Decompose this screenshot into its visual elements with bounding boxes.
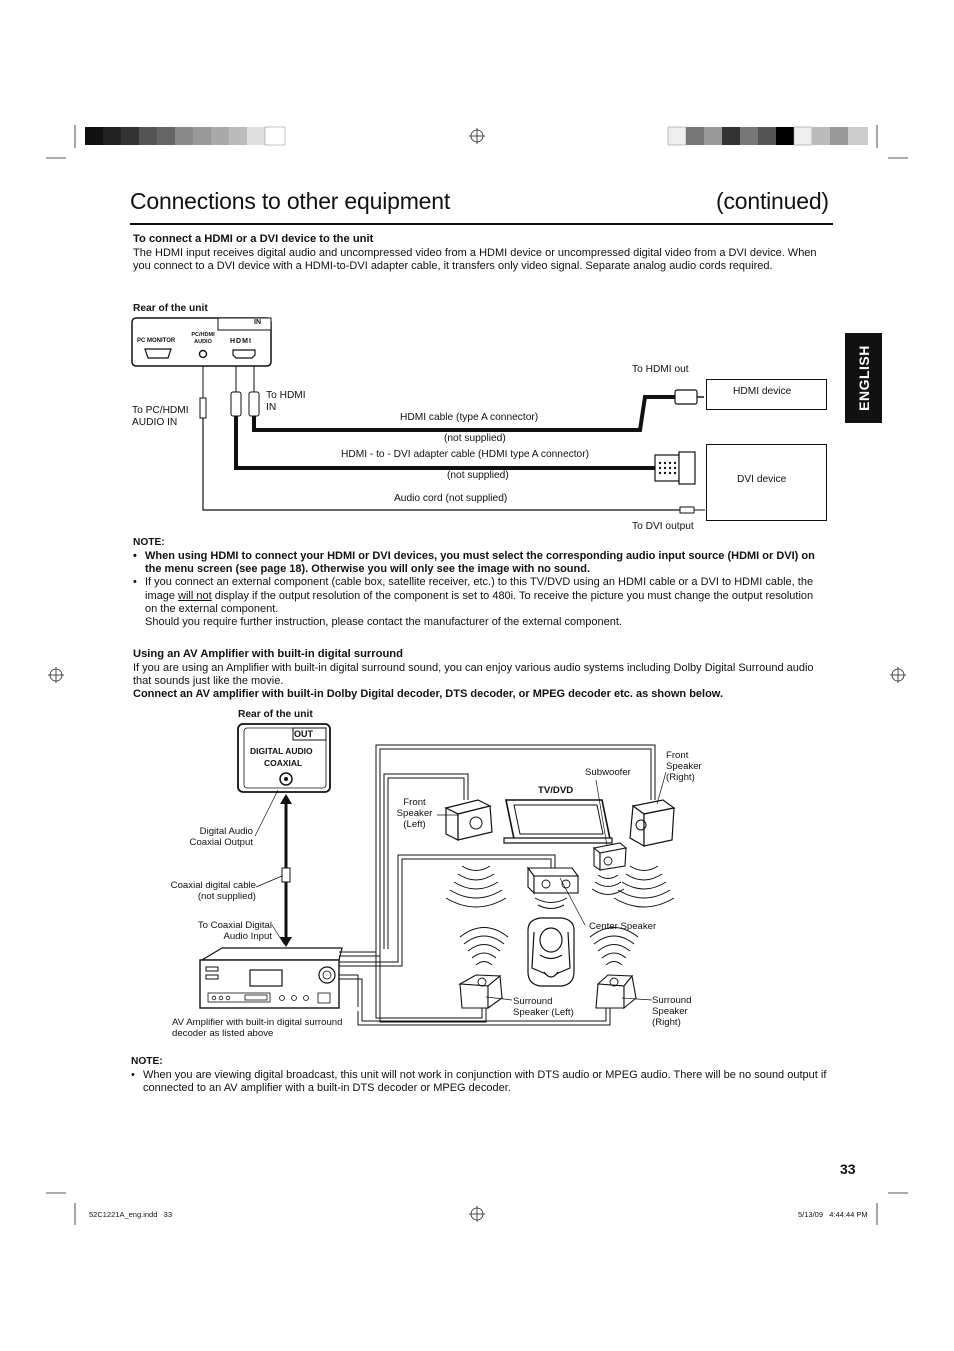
tv-dvd-icon bbox=[503, 799, 613, 844]
hdmi-cable-label: HDMI cable (type A connector) bbox=[400, 412, 539, 423]
dvi-device-label: DVI device bbox=[737, 474, 787, 485]
hdmi-note-list: When using HDMI to connect your HDMI or … bbox=[133, 550, 828, 629]
page-number: 33 bbox=[840, 1161, 856, 1177]
hdmi-section-body: The HDMI input receives digital audio an… bbox=[133, 247, 817, 273]
subwoofer-label: Subwoofer bbox=[585, 767, 631, 778]
surround-right-label: Surround Speaker (Right) bbox=[652, 995, 692, 1028]
hdmi-device-label: HDMI device bbox=[733, 386, 792, 397]
hdmi-note-2-extra: Should you require further instruction, … bbox=[145, 616, 622, 629]
amp-note-1: When you are viewing digital broadcast, … bbox=[131, 1069, 831, 1095]
hdmi-note-2-after: display if the output resolution of the … bbox=[145, 589, 814, 615]
footer-file: 52C1221A_eng.indd 33 bbox=[89, 1210, 172, 1219]
not-supplied-label-2: (not supplied) bbox=[447, 470, 509, 481]
pc-hdmi-audio-label: PC/HDMI AUDIO bbox=[191, 332, 215, 345]
not-supplied-label-1: (not supplied) bbox=[444, 433, 506, 444]
av-amplifier-icon bbox=[199, 947, 343, 1009]
panel-coaxial-label: COAXIAL bbox=[264, 758, 303, 768]
hdmi-device-box: HDMI device bbox=[706, 379, 827, 410]
hdmi-port-icon bbox=[232, 349, 256, 359]
front-speaker-left-icon bbox=[444, 799, 493, 841]
rear-of-unit-label: Rear of the unit bbox=[133, 303, 208, 314]
language-tab: ENGLISH bbox=[845, 333, 882, 423]
color-bar-right bbox=[667, 126, 868, 146]
to-pc-hdmi-audio-in-label: To PC/HDMI AUDIO IN bbox=[132, 405, 189, 428]
footer-timestamp: 5/13/09 4:44:44 PM bbox=[798, 1210, 868, 1219]
to-hdmi-out-label: To HDMI out bbox=[632, 364, 689, 375]
listener-icon bbox=[527, 917, 575, 987]
dvi-device-box: DVI device bbox=[706, 444, 827, 521]
surround-speaker-right-icon bbox=[595, 974, 637, 1010]
page-title: Connections to other equipment bbox=[130, 188, 451, 214]
subwoofer-icon bbox=[592, 842, 628, 872]
hdmi-note-2-underlined: will not bbox=[178, 589, 212, 602]
front-speaker-right-icon bbox=[629, 799, 676, 848]
amp-note-list: When you are viewing digital broadcast, … bbox=[131, 1069, 831, 1095]
audio-cord-label: Audio cord (not supplied) bbox=[394, 493, 508, 504]
front-left-label: Front Speaker (Left) bbox=[396, 797, 433, 830]
title-rule bbox=[130, 223, 833, 225]
hdmi-section-heading: To connect a HDMI or a DVI device to the… bbox=[133, 233, 374, 245]
amp-section-bold-line: Connect an AV amplifier with built-in Do… bbox=[133, 688, 724, 700]
to-hdmi-in-label: To HDMI IN bbox=[266, 390, 306, 413]
hdmi-note-heading: NOTE: bbox=[133, 537, 165, 548]
panel-in-label: IN bbox=[254, 319, 261, 326]
amp-section-heading: Using an AV Amplifier with built-in digi… bbox=[133, 648, 403, 660]
to-dvi-output-label: To DVI output bbox=[632, 521, 694, 532]
center-speaker-icon bbox=[526, 866, 580, 895]
registration-crosshairs bbox=[48, 128, 906, 1222]
hdmi-note-2: If you connect an external component (ca… bbox=[133, 576, 828, 629]
digital-audio-out-panel bbox=[237, 723, 331, 793]
hdmi-note-2-before: If you connect an external component (ca… bbox=[145, 576, 814, 602]
coaxial-cable-label: Coaxial digital cable (not supplied) bbox=[170, 880, 256, 902]
to-coaxial-input-label: To Coaxial Digital Audio Input bbox=[197, 920, 272, 942]
center-speaker-label: Center Speaker bbox=[589, 921, 657, 932]
color-bar-left bbox=[85, 126, 286, 146]
amp-note-heading: NOTE: bbox=[131, 1056, 163, 1067]
in-label-box bbox=[217, 317, 272, 331]
front-right-label: Front Speaker (Right) bbox=[666, 750, 702, 783]
digital-audio-coaxial-output-label: Digital Audio Coaxial Output bbox=[189, 826, 253, 848]
vga-port-icon bbox=[144, 348, 172, 359]
coaxial-plug-icon bbox=[281, 867, 291, 883]
hdmi-note-1: When using HDMI to connect your HDMI or … bbox=[133, 550, 828, 576]
amp-section-body: If you are using an Amplifier with built… bbox=[133, 662, 814, 688]
surround-left-label: Surround Speaker (Left) bbox=[513, 996, 574, 1018]
amp-caption: AV Amplifier with built-in digital surro… bbox=[172, 1017, 343, 1039]
panel-out-label: OUT bbox=[294, 729, 313, 739]
audio-jack-icon bbox=[198, 349, 208, 359]
crop-marks bbox=[46, 125, 908, 1225]
page-title-suffix: (continued) bbox=[716, 188, 829, 214]
sound-wave-icons bbox=[445, 865, 675, 966]
pc-monitor-label: PC MONITOR bbox=[137, 338, 176, 344]
panel-digital-audio-label: DIGITAL AUDIO bbox=[250, 746, 313, 756]
tv-dvd-label: TV/DVD bbox=[538, 785, 574, 796]
adapter-cable-label: HDMI - to - DVI adapter cable (HDMI type… bbox=[341, 449, 589, 460]
amp-rear-of-unit-label: Rear of the unit bbox=[238, 709, 313, 720]
hdmi-port-label: HDMI bbox=[230, 338, 252, 345]
surround-speaker-left-icon bbox=[458, 974, 503, 1010]
